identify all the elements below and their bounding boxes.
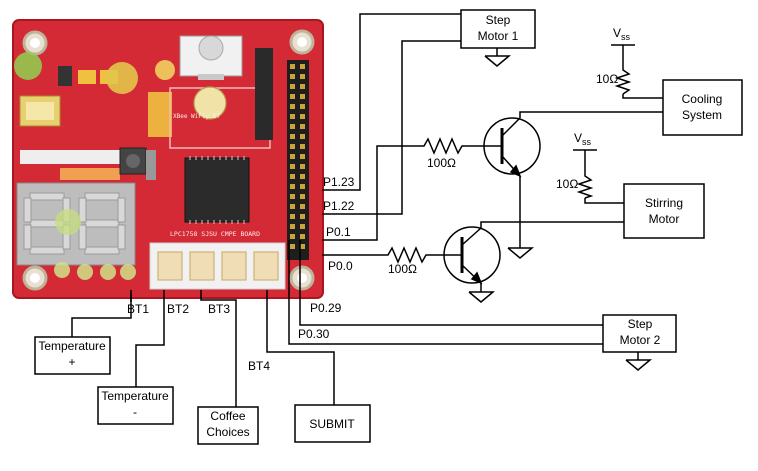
pcb-button-bt4	[253, 251, 279, 281]
temperature-minus-line2: -	[133, 405, 137, 419]
resistor-cooling-icon	[614, 66, 632, 95]
pin-label-p1-23: P1.23	[323, 175, 355, 189]
step-motor-1-line1: Step	[486, 13, 511, 27]
temperature-plus-box	[34, 336, 111, 375]
step-motor-2-line2: Motor 2	[620, 333, 661, 347]
coffee-choices-line1: Coffee	[210, 409, 245, 423]
resistor-base-2-label: 100Ω	[388, 262, 417, 276]
submit-box	[294, 404, 371, 443]
stirring-motor-line2: Motor	[649, 212, 680, 226]
temperature-plus-line1: Temperature	[38, 339, 106, 353]
pin-label-p0-1: P0.1	[326, 225, 351, 239]
cooling-system-line1: Cooling	[682, 92, 723, 106]
coffee-choices-line2: Choices	[206, 425, 249, 439]
resistor-base-1-label: 100Ω	[427, 156, 456, 170]
pin-label-p0-30: P0.30	[298, 327, 330, 341]
ground-icon	[484, 55, 512, 67]
temperature-minus-box	[97, 386, 174, 425]
pcb-button-bt1	[157, 251, 183, 281]
board-silkscreen: LPC1758 SJSU CMPE BOARD	[170, 230, 260, 238]
resistors	[381, 66, 632, 264]
step-motor-1-box	[460, 9, 536, 49]
step-motor-2-box	[602, 314, 677, 353]
temperature-minus-line1: Temperature	[101, 389, 169, 403]
pcb-button-bt3	[221, 251, 247, 281]
pin-label-p0-29: P0.29	[310, 301, 342, 315]
button-label-bt2: BT2	[167, 302, 189, 316]
pin-label-p1-22: P1.22	[323, 199, 355, 213]
resistor-cooling-label: 10Ω	[596, 72, 618, 86]
resistor-stirring-label: 10Ω	[556, 177, 578, 191]
ground-icon	[625, 359, 653, 371]
step-motor-2-line1: Step	[628, 317, 653, 331]
transistor-1-icon	[483, 117, 541, 178]
button-label-bt1: BT1	[127, 302, 149, 316]
stirring-motor-line1: Stirring	[645, 196, 683, 210]
resistor-base-1-icon	[417, 137, 490, 155]
temperature-plus-line2: +	[68, 355, 75, 369]
pcb-button-bt2	[189, 251, 215, 281]
led-icon	[14, 52, 42, 80]
ground-icon	[468, 291, 496, 303]
vss-2-label: Vss	[574, 131, 592, 147]
pcb-board: XBee WiFly BT LPC1758 SJSU CMPE BOARD	[12, 19, 324, 299]
resistor-stirring-icon	[576, 172, 594, 199]
ground-icon	[507, 247, 535, 259]
transistor-2-icon	[443, 226, 501, 285]
button-label-bt3: BT3	[208, 302, 230, 316]
stirring-motor-box	[623, 183, 705, 239]
xbee-label: XBee WiFly BT	[173, 113, 220, 120]
pin-label-p0-0: P0.0	[328, 259, 353, 273]
cooling-system-box	[662, 79, 743, 136]
pin-header	[287, 60, 309, 260]
wires	[71, 13, 663, 407]
step-motor-1-line2: Motor 1	[478, 29, 519, 43]
vss-1-label: Vss	[613, 26, 631, 42]
resistor-base-2-icon	[381, 246, 452, 264]
coffee-choices-box	[197, 406, 259, 445]
button-label-bt4: BT4	[248, 359, 270, 373]
submit-label: SUBMIT	[309, 417, 355, 431]
cooling-system-line2: System	[682, 108, 722, 122]
mcu-chip	[184, 157, 250, 223]
